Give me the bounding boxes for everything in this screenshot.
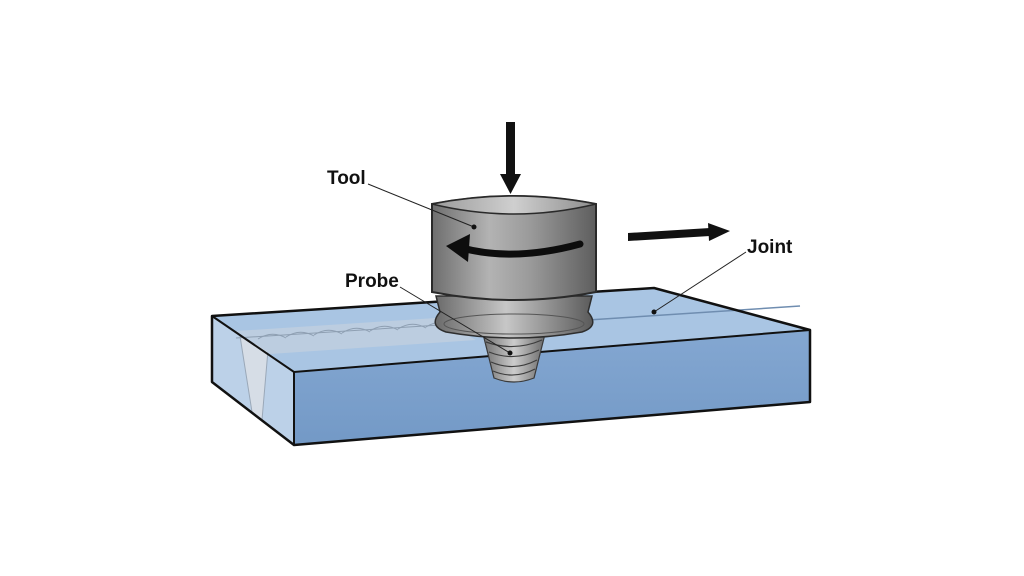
joint-leader bbox=[651, 251, 747, 315]
plate-outline bbox=[210, 286, 812, 447]
probe-label: Probe bbox=[345, 271, 399, 292]
rotation-arrow-icon bbox=[446, 234, 584, 262]
down-force-arrow-icon bbox=[500, 122, 521, 194]
traverse-arrow-icon bbox=[628, 223, 730, 241]
probe-leader bbox=[399, 286, 513, 356]
tool-body bbox=[431, 195, 597, 301]
joint-line bbox=[587, 305, 801, 321]
tool-shoulder bbox=[434, 295, 594, 339]
joint-label: Joint bbox=[747, 237, 793, 258]
tool-label: Tool bbox=[327, 168, 366, 189]
tool-leader bbox=[367, 183, 477, 230]
tool-probe bbox=[481, 329, 547, 383]
